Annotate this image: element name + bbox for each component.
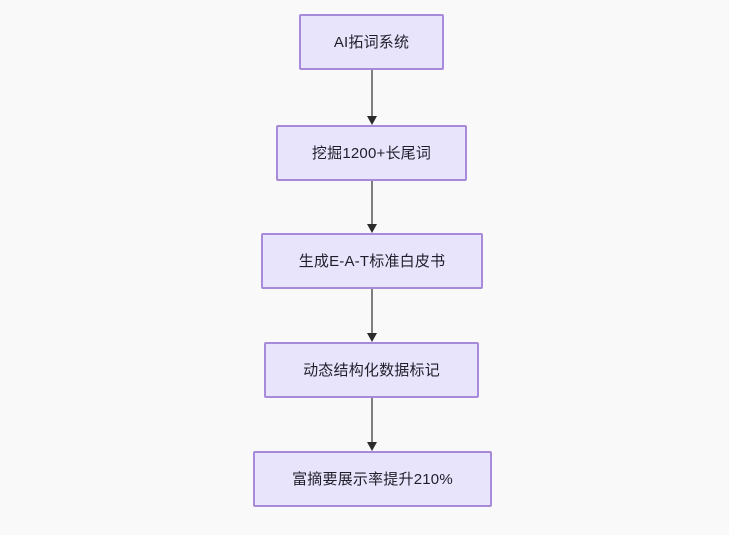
node-label: 挖掘1200+长尾词 <box>311 144 432 162</box>
flowchart-node-ai-keyword-system[interactable]: AI拓词系统 <box>299 14 444 70</box>
node-label: 动态结构化数据标记 <box>303 361 440 379</box>
flowchart-edge-3 <box>371 289 373 333</box>
flowchart-node-dynamic-structured-data-markup[interactable]: 动态结构化数据标记 <box>264 342 479 398</box>
node-label: 生成E-A-T标准白皮书 <box>298 252 446 270</box>
flowchart-arrowhead-1 <box>367 116 377 125</box>
flowchart-node-rich-snippet-impression-lift[interactable]: 富摘要展示率提升210% <box>253 451 492 507</box>
node-label: AI拓词系统 <box>333 33 410 51</box>
flowchart-edge-1 <box>371 70 373 116</box>
node-label: 富摘要展示率提升210% <box>292 470 453 488</box>
flowchart-node-generate-eat-whitepaper[interactable]: 生成E-A-T标准白皮书 <box>261 233 483 289</box>
flowchart-node-mine-longtail-keywords[interactable]: 挖掘1200+长尾词 <box>276 125 467 181</box>
flowchart-edge-2 <box>371 181 373 224</box>
flowchart-edge-4 <box>371 398 373 442</box>
flowchart-arrowhead-3 <box>367 333 377 342</box>
flowchart-arrowhead-4 <box>367 442 377 451</box>
flowchart-arrowhead-2 <box>367 224 377 233</box>
